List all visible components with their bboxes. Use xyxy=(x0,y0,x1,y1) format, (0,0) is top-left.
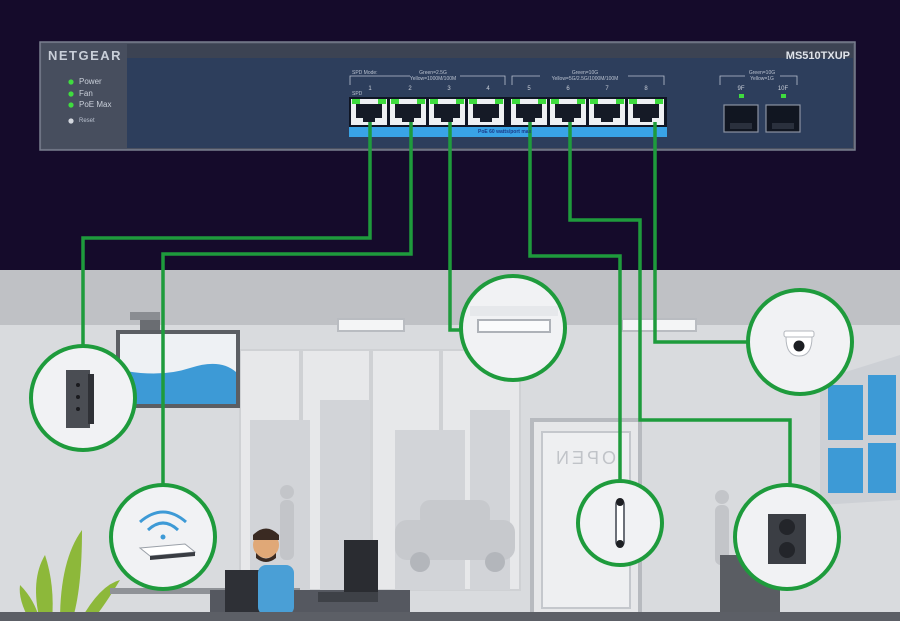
fan-led-label: Fan xyxy=(79,89,93,98)
connection-port3 xyxy=(448,122,465,332)
poe-max-led xyxy=(68,102,74,108)
wall-tv xyxy=(116,312,240,408)
legend-group2-line1: Green=10G xyxy=(571,70,599,76)
legend-group2-line2: Yellow=5G/2.5G/1000M/100M xyxy=(551,76,619,82)
port-label-4: 4 xyxy=(486,86,490,92)
port-led-5-right xyxy=(538,99,546,104)
sfp-label-9f: 9F xyxy=(737,86,745,92)
port-led-4-left xyxy=(469,99,477,104)
door-open-sign: OPEN xyxy=(553,448,617,468)
legend-group1-line1: Green=2.5G xyxy=(419,70,447,76)
port-label-3: 3 xyxy=(447,86,451,92)
door-handle-icon xyxy=(615,498,625,548)
port-led-6-left xyxy=(551,99,559,104)
rj45-ports xyxy=(351,99,664,125)
power-led xyxy=(68,79,74,85)
port-label-8: 8 xyxy=(644,86,648,92)
rj45-socket-5 xyxy=(516,104,542,122)
reset-label: Reset xyxy=(79,118,95,124)
port-led-2-left xyxy=(391,99,399,104)
fan-led xyxy=(68,91,74,97)
port-led-8-right xyxy=(655,99,663,104)
connection-port6 xyxy=(568,122,792,490)
port-led-4-right xyxy=(495,99,503,104)
side-windows xyxy=(820,355,900,505)
rj45-socket-4 xyxy=(473,104,499,122)
connection-port1 xyxy=(81,122,372,370)
port-led-3-left xyxy=(430,99,438,104)
port-led-6-right xyxy=(577,99,585,104)
port-label-6: 6 xyxy=(566,86,570,92)
connection-port2 xyxy=(161,122,413,530)
sfp-label-10f: 10F xyxy=(777,86,789,92)
wifi-router-icon xyxy=(138,510,197,560)
poe-banner-text: PoE 60 watts/port max xyxy=(478,129,532,135)
port-led-3-right xyxy=(456,99,464,104)
rj45-socket-8 xyxy=(633,104,659,122)
people-silhouettes xyxy=(280,485,729,565)
port-label-2: 2 xyxy=(408,86,412,92)
model-number: MS510TXUP xyxy=(785,50,850,62)
port-led-2-right xyxy=(417,99,425,104)
port-led-5-left xyxy=(512,99,520,104)
power-led-label: Power xyxy=(79,77,102,86)
legend-group1-line2: Yellow=1000M/100M xyxy=(409,76,457,82)
rj45-socket-2 xyxy=(395,104,421,122)
connection-port8 xyxy=(653,122,752,344)
car-outline xyxy=(395,500,515,572)
port-label-7: 7 xyxy=(605,86,609,92)
port-led-1-left xyxy=(352,99,360,104)
brand-logo: NETGEAR xyxy=(48,48,123,63)
port-led-7-right xyxy=(616,99,624,104)
poe-strip xyxy=(349,127,667,137)
ceiling-light-icon xyxy=(470,306,558,333)
sfp-ports xyxy=(723,94,801,133)
speaker-icon xyxy=(768,514,806,564)
poe-max-led-label: PoE Max xyxy=(79,100,112,109)
spd-mode-label: SPD Mode: xyxy=(352,70,378,76)
connection-port5 xyxy=(528,122,622,480)
port-label-5: 5 xyxy=(527,86,531,92)
port-led-7-left xyxy=(590,99,598,104)
wireless-access-point-icon xyxy=(66,370,94,428)
port-led-8-left xyxy=(629,99,637,104)
reset-button[interactable] xyxy=(68,118,74,124)
sfp-led-9f xyxy=(739,94,744,98)
rj45-socket-3 xyxy=(434,104,460,122)
rj45-socket-6 xyxy=(555,104,581,122)
spd-label: SPD xyxy=(352,91,363,97)
security-camera-icon xyxy=(783,330,815,357)
sfp-led-10f xyxy=(781,94,786,98)
rj45-socket-1 xyxy=(356,104,382,122)
port-label-1: 1 xyxy=(368,86,372,92)
legend-group3-line1: Green=10G xyxy=(748,70,776,76)
rj45-socket-7 xyxy=(594,104,620,122)
legend-group3-line2: Yellow=1G xyxy=(750,76,774,82)
port-led-1-right xyxy=(378,99,386,104)
